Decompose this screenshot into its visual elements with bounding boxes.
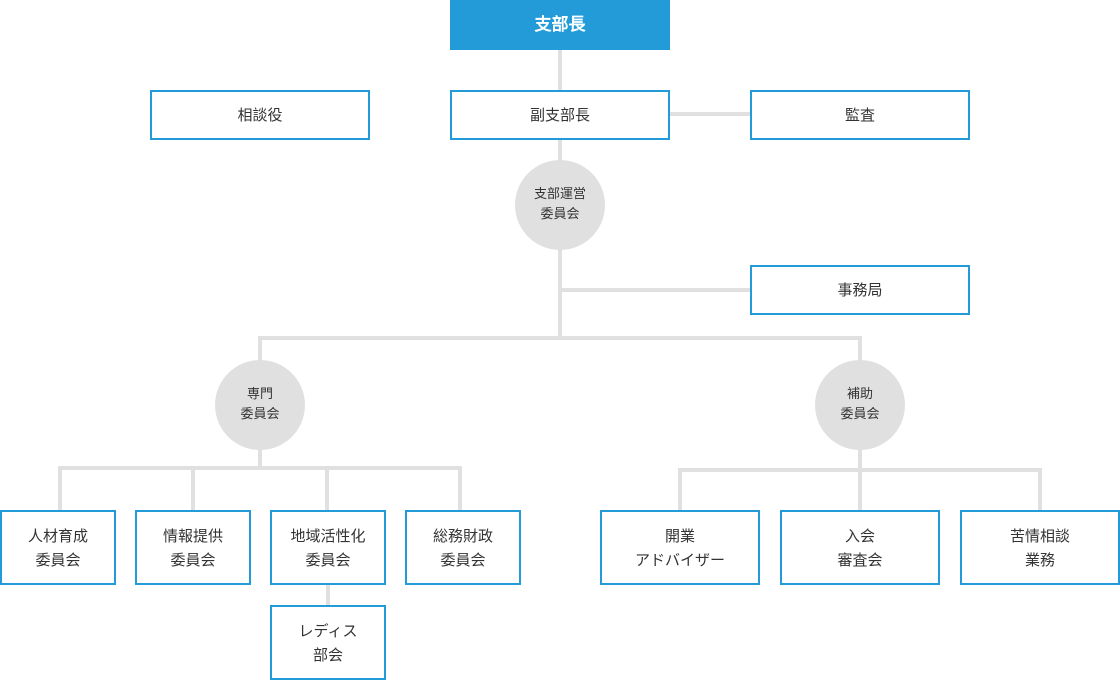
connector [858, 336, 862, 362]
node-secretariat: 事務局 [750, 265, 970, 315]
connector [678, 468, 1042, 472]
connector [858, 448, 862, 512]
node-audit: 監査 [750, 90, 970, 140]
connector [326, 582, 330, 606]
node-specialist-committee: 専門 委員会 [215, 360, 305, 450]
node-advisor: 相談役 [150, 90, 370, 140]
connector [191, 466, 195, 512]
connector [668, 112, 752, 116]
connector [458, 466, 462, 512]
connector [562, 288, 752, 292]
connector [558, 248, 562, 340]
connector [258, 448, 262, 468]
node-admission-review: 入会 審査会 [780, 510, 940, 585]
connector [58, 466, 62, 512]
connector [558, 138, 562, 162]
connector [325, 466, 329, 512]
connector [58, 466, 462, 470]
node-branch-head: 支部長 [450, 0, 670, 50]
node-vice-branch-head: 副支部長 [450, 90, 670, 140]
connector [258, 336, 262, 362]
connector [558, 48, 562, 91]
node-hr-development: 人材育成 委員会 [0, 510, 116, 585]
node-info-provision: 情報提供 委員会 [135, 510, 251, 585]
connector [258, 336, 862, 340]
node-complaint-consultation: 苦情相談 業務 [960, 510, 1120, 585]
node-regional-revitalization: 地域活性化 委員会 [270, 510, 386, 585]
node-steering-committee: 支部運営 委員会 [515, 160, 605, 250]
node-ladies-section: レディス 部会 [270, 605, 386, 680]
connector [678, 468, 682, 512]
connector [1038, 468, 1042, 512]
node-general-finance: 総務財政 委員会 [405, 510, 521, 585]
node-business-advisor: 開業 アドバイザー [600, 510, 760, 585]
node-auxiliary-committee: 補助 委員会 [815, 360, 905, 450]
